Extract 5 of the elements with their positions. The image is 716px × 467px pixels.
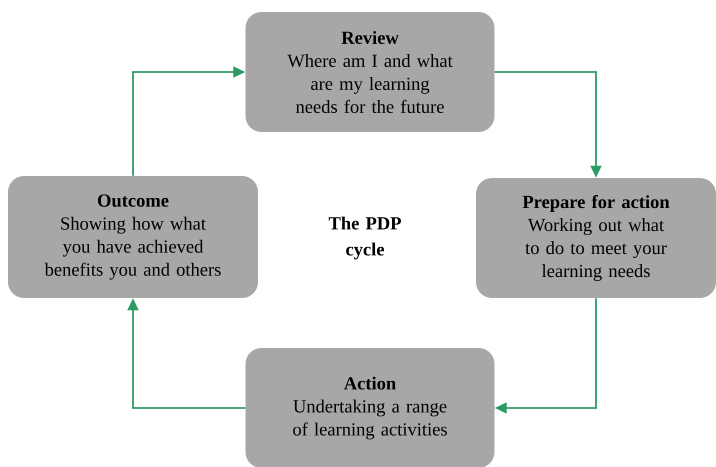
process-box: Prepare for action Working out what to do to meet your learning needs — [476, 178, 716, 298]
process-box: Action Undertaking a range of learning activities — [246, 348, 494, 467]
process-box: Outcome Showing how what you have achieved benefits you and others — [8, 176, 258, 298]
process-box: Review Where am I and what are my learning needs for the future — [246, 12, 494, 132]
diagram-title: The PDP cycle — [328, 216, 401, 260]
